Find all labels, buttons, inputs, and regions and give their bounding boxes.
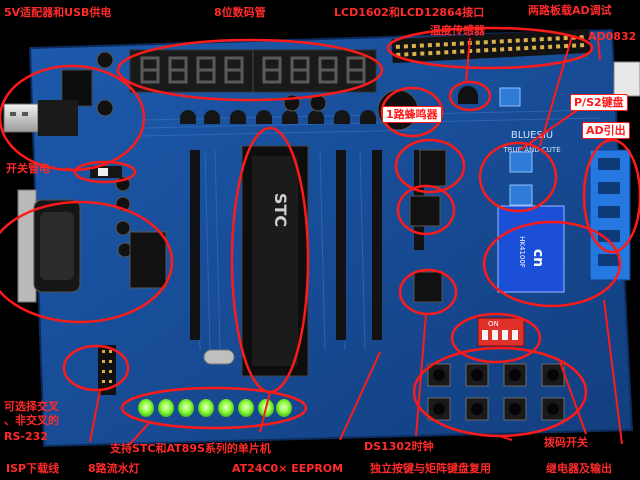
board-slogan: TRUE AND CUTE bbox=[502, 146, 560, 154]
label-mcu: 支持STC和AT89S系列的单片机 bbox=[110, 442, 271, 455]
isp-header bbox=[98, 345, 116, 395]
usb-plug bbox=[3, 100, 78, 136]
power-switch bbox=[90, 166, 122, 178]
transistor-row bbox=[180, 110, 376, 124]
annotation-lines bbox=[65, 35, 623, 445]
label-rs232-3: RS-232 bbox=[4, 430, 48, 443]
led-row bbox=[138, 399, 292, 417]
label-seg-display: 8位数码管 bbox=[214, 6, 266, 19]
crystal bbox=[203, 349, 235, 365]
terminal-block bbox=[589, 149, 631, 281]
label-rs232-2: 、非交叉的 bbox=[4, 414, 59, 427]
relay-model: HK4100F bbox=[518, 236, 526, 268]
button-matrix bbox=[427, 363, 565, 421]
potentiometers bbox=[499, 87, 533, 206]
label-lcd-port: LCD1602和LCD12864接口 bbox=[334, 6, 485, 19]
label-usb-power: 5V适配器和USB供电 bbox=[4, 6, 112, 19]
mcu-chip: STC bbox=[241, 145, 309, 377]
label-eeprom: AT24C0× EEPROM bbox=[232, 462, 344, 475]
label-dip-switch: 拨码开关 bbox=[544, 436, 588, 449]
label-ad-out: AD引出 bbox=[582, 122, 630, 139]
label-buzzer: 1路蜂鸣器 bbox=[382, 106, 442, 123]
label-relay-out: 继电器及输出 bbox=[546, 462, 612, 475]
capacitors bbox=[96, 51, 327, 258]
dip-label: ON bbox=[488, 320, 499, 328]
label-temp-sensor: 温度传感器 bbox=[430, 24, 485, 37]
ps2-connector bbox=[613, 61, 640, 97]
label-ad0832: AD0832 bbox=[588, 30, 637, 43]
lcd-header bbox=[391, 28, 591, 64]
label-ps2: P/S2键盘 bbox=[570, 94, 628, 111]
board-brand: BLUESIU bbox=[511, 130, 553, 141]
temp-sensor bbox=[458, 86, 478, 104]
label-keys: 独立按键与矩阵键盘复用 bbox=[370, 462, 491, 475]
label-ad-adjust: 两路板载AD调试 bbox=[528, 4, 612, 17]
label-rs232-1: 可选择交叉 bbox=[4, 400, 59, 413]
label-power-switch: 开关管电 bbox=[6, 162, 50, 175]
db9-connector bbox=[17, 189, 81, 303]
chip-brand: STC bbox=[271, 193, 290, 227]
label-leds: 8路流水灯 bbox=[88, 462, 140, 475]
dip-switch: ON bbox=[477, 317, 525, 347]
max232-ic bbox=[129, 231, 167, 289]
label-ds1302: DS1302时钟 bbox=[364, 440, 434, 453]
seven-segment-display bbox=[129, 49, 377, 93]
relay: cn HK4100F bbox=[497, 205, 565, 293]
small-ics bbox=[409, 149, 447, 303]
label-isp: ISP下载线 bbox=[6, 462, 60, 475]
relay-brand: cn bbox=[530, 249, 546, 267]
annotation-circles bbox=[0, 26, 640, 438]
